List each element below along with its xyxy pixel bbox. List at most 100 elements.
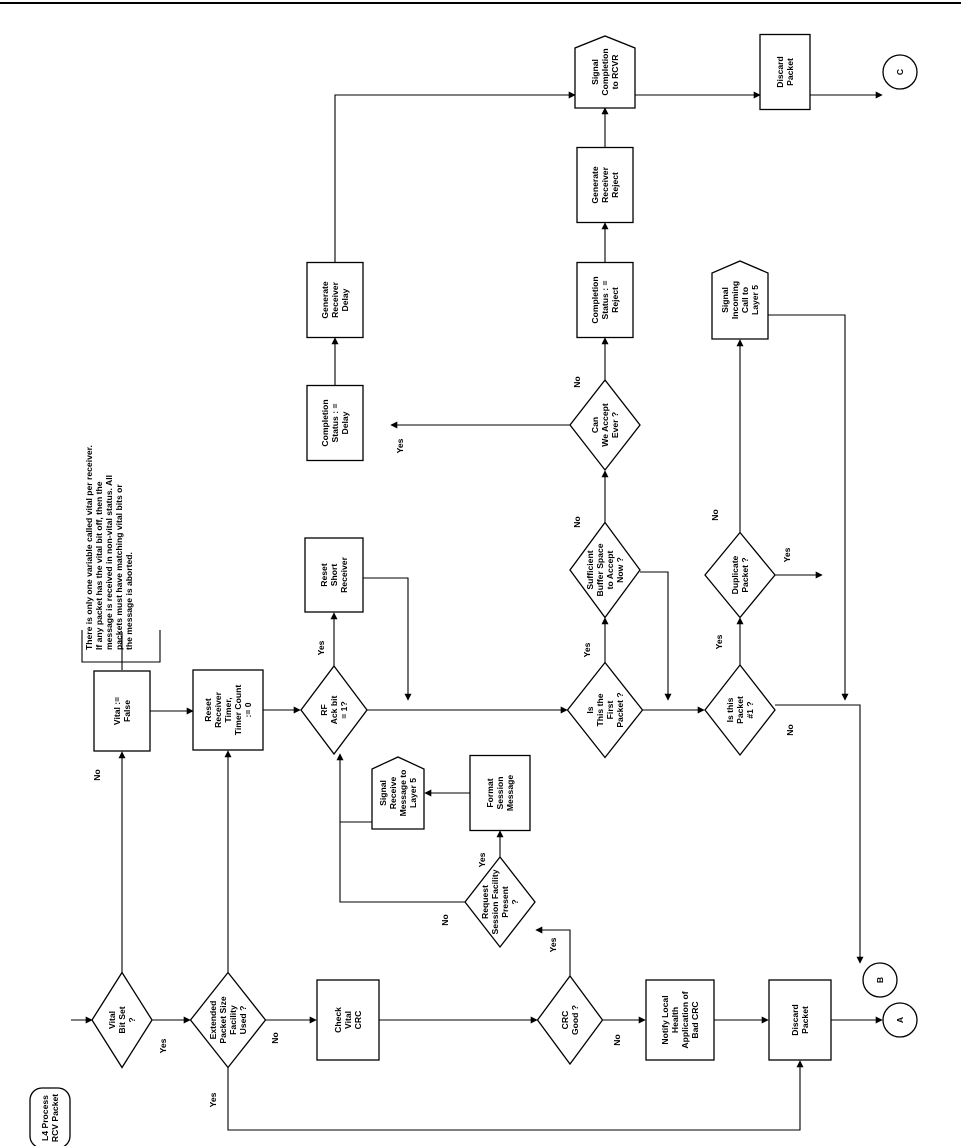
node-conn-a: A bbox=[882, 1002, 918, 1038]
process-box bbox=[645, 979, 715, 1061]
node-label-line: Layer 5 bbox=[750, 285, 760, 315]
node-label: RequestSession FacilityPresent? bbox=[480, 869, 520, 934]
node-comp-delay: CompletionStatus : =Delay bbox=[306, 384, 364, 462]
node-label-line: Completion bbox=[320, 399, 330, 446]
process-box bbox=[759, 33, 811, 111]
edge-label-can-yes: Yes bbox=[395, 438, 405, 453]
node-format-session: FormatSessionMessage bbox=[469, 754, 531, 832]
node-label: L4 ProcessRCV Packet bbox=[40, 1094, 60, 1142]
terminal-shape bbox=[29, 1087, 71, 1146]
node-label-line: Extended bbox=[208, 1001, 218, 1040]
process-box bbox=[306, 384, 364, 462]
node-label-line: Status : = bbox=[330, 404, 340, 443]
node-label-line: Delay bbox=[340, 411, 350, 434]
node-label-line: Status : = bbox=[600, 281, 610, 320]
node-label: GenerateReceiverDelay bbox=[320, 281, 350, 318]
edge-label-dup-no: No bbox=[710, 509, 720, 520]
node-label-line: Packet Size bbox=[218, 996, 228, 1044]
node-label: IsThis theFirstPacket ? bbox=[585, 692, 625, 727]
process-box bbox=[576, 146, 634, 224]
node-label-line: Packet ? bbox=[615, 692, 625, 727]
note-line: There is only one variable called vital … bbox=[84, 445, 94, 650]
node-vital-bit-set: VitalBit Set? bbox=[91, 971, 153, 1069]
node-label-line: Application of bbox=[680, 991, 690, 1048]
decision-shape bbox=[566, 661, 644, 759]
node-label: DiscardPacket bbox=[790, 1004, 810, 1036]
node-label-line: to RCVR bbox=[610, 54, 620, 90]
node-label-line: Signal bbox=[590, 59, 600, 85]
node-label-line: Timer Count bbox=[233, 685, 243, 736]
node-label-line: := 0 bbox=[243, 702, 253, 717]
process-box bbox=[768, 979, 832, 1061]
edge-label-crc-yes: Yes bbox=[548, 937, 558, 952]
node-label: DiscardPacket bbox=[775, 56, 795, 88]
node-is-packet1: Is thisPacket#1 ? bbox=[704, 663, 776, 757]
edge-label-rf-yes: Yes bbox=[316, 640, 326, 655]
node-label-line: Bit Set bbox=[117, 1006, 127, 1033]
node-label-line: Packet ? bbox=[740, 557, 750, 592]
node-label-line: Generate bbox=[320, 281, 330, 318]
node-label-line: Discard bbox=[775, 56, 785, 88]
node-label-line: Buffer Space bbox=[595, 543, 605, 596]
node-label-line: Ack bit bbox=[329, 696, 339, 725]
node-vital-false: Vital :=False bbox=[93, 670, 151, 752]
node-label-line: Message bbox=[505, 775, 515, 812]
node-start: L4 ProcessRCV Packet bbox=[29, 1087, 71, 1146]
node-label: CheckVitalCRC bbox=[333, 1007, 363, 1033]
node-label-line: ? bbox=[127, 1017, 137, 1022]
process-box bbox=[192, 669, 264, 751]
node-label-line: Vital bbox=[107, 1011, 117, 1029]
node-rf-ack: RFAck bit= 1? bbox=[300, 664, 368, 756]
node-label-line: CRC bbox=[560, 1011, 570, 1030]
edge-label-req-yes: Yes bbox=[477, 852, 487, 867]
node-label: CanWe AcceptEver ? bbox=[590, 403, 620, 447]
edge-label-first-yes: Yes bbox=[582, 642, 592, 657]
node-signal-receive: SignalReceiveMessage toLayer 5 bbox=[371, 756, 425, 830]
decision-shape bbox=[704, 531, 776, 619]
edge-gen-delay-to-signal bbox=[334, 91, 576, 262]
node-label-line: Call to bbox=[740, 287, 750, 313]
note-line: the message is aborted. bbox=[124, 552, 134, 650]
node-label: RFAck bit= 1? bbox=[319, 696, 349, 725]
node-label-line: Vital := bbox=[112, 697, 122, 725]
node-crc-good: CRCGood ? bbox=[536, 974, 604, 1066]
node-label: CRCGood ? bbox=[560, 1005, 580, 1035]
edge-label-vital-yes: Yes bbox=[158, 1038, 168, 1053]
node-notify: Notify LocalHealthApplication ofBad CRC bbox=[645, 979, 715, 1061]
node-label-line: This the bbox=[595, 693, 605, 726]
node-label: CompletionStatus : =Reject bbox=[590, 276, 620, 323]
node-label-line: Receiver bbox=[213, 691, 223, 727]
edge-pkt1-no-to-b bbox=[775, 704, 864, 964]
node-reset-receiver: ResetReceiverTimer,Timer Count:= 0 bbox=[192, 669, 264, 751]
edge-label-pkt1-no: No bbox=[785, 724, 795, 735]
edge-label-ext-no: No bbox=[270, 1032, 280, 1043]
node-gen-reject: GenerateReceiverReject bbox=[576, 146, 634, 224]
node-label-line: Signal bbox=[720, 287, 730, 313]
node-req-session: RequestSession FacilityPresent? bbox=[464, 855, 536, 949]
node-label: ExtendedPacket SizeFacilityUsed ? bbox=[208, 996, 248, 1044]
edge-label-suff-no: No bbox=[572, 516, 582, 527]
note-bracket bbox=[81, 630, 161, 663]
node-sufficient: SufficientBuffer Spaceto AcceptNow ? bbox=[569, 521, 641, 619]
node-label: Is thisPacket#1 ? bbox=[725, 696, 755, 724]
node-label: GenerateReceiverReject bbox=[590, 166, 620, 203]
edge-label-crc-no: No bbox=[612, 1034, 622, 1045]
node-duplicate: DuplicatePacket ? bbox=[704, 531, 776, 619]
node-label-line: Reset bbox=[203, 698, 213, 722]
node-label-line: L4 Process bbox=[40, 1095, 50, 1141]
node-label-line: Bad CRC bbox=[690, 1001, 700, 1038]
node-label-line: Good ? bbox=[570, 1005, 580, 1035]
edge-suff-yes bbox=[640, 571, 672, 701]
node-label-line: Packet bbox=[735, 696, 745, 724]
note-line: message is received in non-vital status.… bbox=[104, 475, 114, 650]
offpage-shape bbox=[371, 756, 425, 830]
edge-label-pkt1-yes: Yes bbox=[714, 634, 724, 649]
node-label-line: Completion bbox=[590, 276, 600, 323]
node-label: CompletionStatus : =Delay bbox=[320, 399, 350, 446]
offpage-shape bbox=[574, 35, 636, 109]
process-box bbox=[93, 670, 151, 752]
process-box bbox=[306, 261, 364, 339]
connector-circle bbox=[882, 54, 918, 90]
node-label-line: Duplicate bbox=[730, 555, 740, 594]
